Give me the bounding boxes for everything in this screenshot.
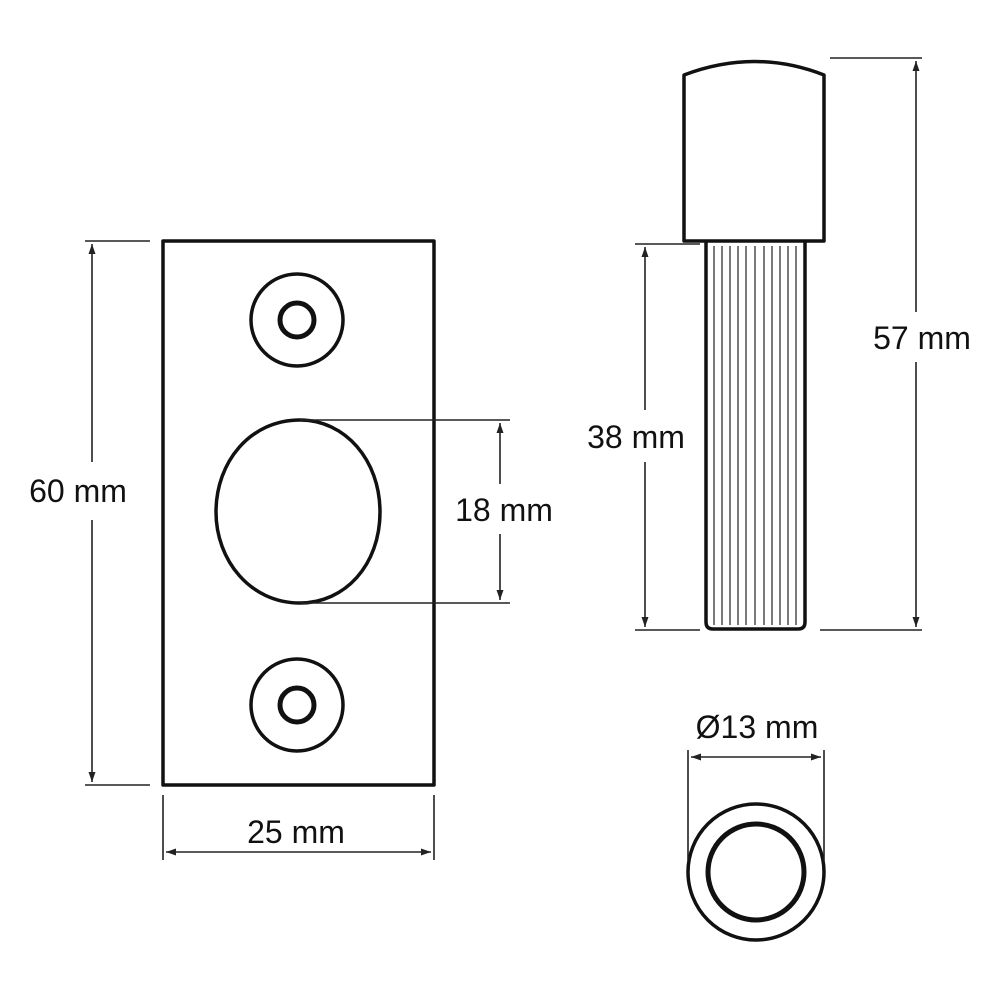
bolt-total-length-label: 57 mm: [873, 320, 971, 356]
strike-plate-outline: [161, 239, 436, 787]
top-screw-hole-bore: [277, 300, 317, 340]
bolt-body-length-dimension: 38 mm: [587, 243, 700, 631]
top-screw-hole-countersink: [249, 272, 345, 368]
plate-width-dimension: 25 mm: [162, 795, 435, 860]
bottom-screw-hole-bore: [277, 685, 317, 725]
bottom-screw-hole: [249, 657, 345, 753]
recess-height-label: 18 mm: [455, 492, 553, 528]
plate-height-label: 60 mm: [29, 473, 127, 509]
top-screw-hole: [249, 272, 345, 368]
bottom-screw-hole-countersink: [249, 657, 345, 753]
bolt-end-view: [686, 802, 826, 942]
bolt-side-view: [682, 59, 826, 631]
bolt-diameter-dimension: Ø13 mm: [687, 709, 825, 860]
bolt-head: [682, 59, 826, 243]
bolt-body-length-label: 38 mm: [587, 419, 685, 455]
bolt-shank: [704, 241, 807, 631]
bolt-end-inner-ring: [705, 821, 807, 923]
recess-height-dimension: 18 mm: [300, 419, 553, 604]
bolt-total-length-dimension: 57 mm: [820, 57, 971, 631]
bolt-shank-flutes: [713, 246, 797, 625]
plate-width-label: 25 mm: [247, 814, 345, 850]
bolt-diameter-label: Ø13 mm: [696, 709, 819, 745]
strike-plate: [161, 239, 436, 787]
bolt-recess: [214, 418, 382, 605]
bolt-end-outer-circle: [686, 802, 826, 942]
plate-height-dimension: 60 mm: [29, 240, 150, 786]
